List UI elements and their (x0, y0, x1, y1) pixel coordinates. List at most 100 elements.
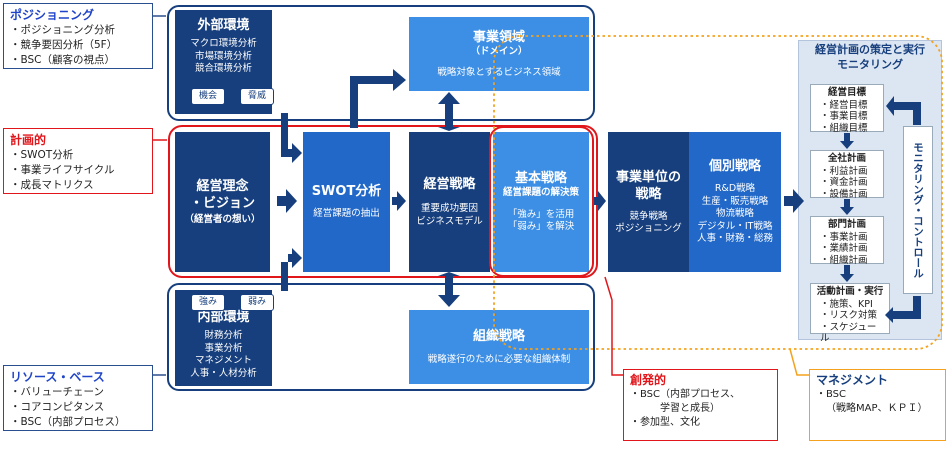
planned-box: 計画的 SWOT分析 事業ライフサイクル 成長マトリクス (3, 128, 153, 194)
dept-plan-card: 部門計画 事業計画 業績計画 組織計画 (810, 216, 884, 267)
external-title: 外部環境 (197, 18, 250, 33)
swot-desc: 経営課題の抽出 (313, 208, 380, 220)
external-line: 市場環境分析 (194, 50, 252, 62)
list-item: 競争要因分析（5F） (10, 38, 146, 53)
individual-line: デジタル・IT戦略 (697, 220, 773, 232)
internal-line: 財務分析 (204, 330, 243, 341)
domain-desc: 戦略対象とするビジネス領域 (437, 66, 561, 78)
management-box: マネジメント ・BSC （戦略MAP、ＫＰＩ） (809, 369, 946, 441)
basic-strategy-frame (489, 126, 594, 277)
individual-line: 生産・販売戦略 (701, 195, 769, 207)
basic-desc-2: 「弱み」を解決 (507, 221, 575, 233)
double-arrow-icon (438, 272, 460, 307)
organization-title: 組織戦略 (472, 328, 525, 344)
external-line: マクロ環境分析 (190, 38, 257, 49)
organization-desc: 戦略遂行のために必要な組織体制 (427, 353, 571, 365)
organization-strategy-block: 組織戦略 戦略遂行のために必要な組織体制 (409, 310, 589, 384)
emergent-title: 創発的 (630, 373, 667, 387)
goals-card: 経営目標 経営目標 事業目標 組織目標 (810, 84, 884, 135)
loop-arrow-icon (885, 96, 921, 323)
strategy-desc: 重要成功要因 (420, 203, 478, 214)
philosophy-vision-block: 経営理念 ・ビジョン （経営者の想い） (175, 132, 270, 272)
list-item: BSC（顧客の視点） (10, 53, 146, 68)
upper-group-frame (167, 5, 595, 121)
double-arrow-icon (438, 92, 460, 131)
philosophy-title-2: ・ビジョン (189, 195, 255, 211)
monitoring-title-line2: モニタリング (837, 58, 903, 71)
list-item: 事業ライフサイクル (10, 163, 146, 178)
list-item: 成長マトリクス (10, 178, 146, 193)
planned-title: 計画的 (10, 133, 47, 147)
list-item: ポジショニング分析 (10, 23, 146, 38)
list-item: ・BSC (816, 389, 847, 400)
connector-management (789, 348, 809, 376)
resource-box: リソース・ベース バリューチェーン コアコンピタンス BSC（内部プロセス） (3, 365, 153, 431)
individual-line: R&D戦略 (714, 183, 756, 195)
lower-group-frame (167, 283, 595, 391)
arrow-icon (784, 189, 804, 213)
emergent-item: 参加型、文化 (640, 417, 700, 428)
management-strategy-block: 経営戦略 重要成功要因 ビジネスモデル (409, 132, 490, 272)
business-unit-title: 事業単位の (615, 169, 681, 185)
arrow-icon (342, 69, 406, 128)
basic-title: 基本戦略 (514, 171, 567, 187)
activity-plan-card: 活動計画・実行 施策、KPI リスク対策 スケジュール (810, 283, 890, 344)
arrow-icon (594, 191, 606, 211)
individual-title: 個別戦略 (708, 159, 761, 175)
basic-strategy-block: 基本戦略 経営課題の解決策 「強み」を活用 「弱み」を解決 (493, 132, 589, 272)
internal-line: 人事・人材分析 (190, 367, 257, 379)
positioning-box: ポジショニング ポジショニング分析 競争要因分析（5F） BSC（顧客の視点） (3, 3, 153, 69)
positioning-title: ポジショニング (10, 8, 95, 22)
activity-plan-title: 活動計画・実行 (816, 286, 884, 297)
strength-tag: 強み (191, 294, 225, 311)
resource-title: リソース・ベース (10, 370, 105, 384)
list-item: スケジュール (820, 322, 884, 345)
monitoring-title-line1: 経営計画の策定と実行 (815, 43, 925, 56)
list-item: 施策、KPI (820, 299, 884, 311)
management-item-cont: （戦略MAP、ＫＰＩ） (826, 403, 928, 414)
monitoring-control-box (903, 126, 933, 294)
threat-tag: 脅威 (240, 88, 274, 105)
list-item: 資金計画 (820, 177, 878, 189)
domain-subtitle: （ドメイン） (470, 46, 528, 57)
individual-line: 人事・財務・総務 (696, 233, 773, 245)
individual-line: 物流戦略 (715, 208, 754, 220)
emergent-item-cont: 学習と成長） (660, 403, 720, 414)
arrow-icon (281, 113, 302, 163)
arrow-icon (281, 248, 302, 291)
internal-line: マネジメント (194, 355, 252, 366)
emergent-box: 創発的 ・BSC（内部プロセス、 学習と成長） ・参加型、文化 (623, 369, 778, 441)
arrow-icon (277, 189, 297, 213)
list-item: BSC（内部プロセス） (10, 415, 146, 430)
management-item: BSC (826, 389, 847, 400)
list-item: 組織計画 (820, 255, 878, 267)
internal-title: 内部環境 (197, 310, 250, 325)
weakness-tag: 弱み (240, 294, 274, 311)
individual-strategy-block: 個別戦略 R&D戦略 生産・販売戦略 物流戦略 デジタル・IT戦略 人事・財務・… (689, 132, 781, 272)
philosophy-subtitle: （経営者の想い） (184, 213, 261, 225)
domain-title: 事業領域 (472, 30, 525, 45)
list-item: ・BSC（内部プロセス、 (630, 389, 741, 400)
basic-subtitle: 経営課題の解決策 (502, 187, 579, 199)
arrow-icon (840, 133, 854, 282)
list-item: ・参加型、文化 (630, 417, 700, 428)
business-unit-title-2: 戦略 (635, 186, 662, 202)
list-item: 利益計画 (820, 166, 878, 178)
management-dotted-frame (493, 35, 943, 350)
list-item: 業績計画 (820, 243, 878, 255)
business-unit-desc-2: ポジショニング (615, 223, 682, 234)
goals-title: 経営目標 (827, 87, 866, 98)
list-item: コアコンピタンス (10, 400, 146, 415)
internal-line: 事業分析 (204, 342, 243, 354)
company-plan-card: 全社計画 利益計画 資金計画 設備計画 (810, 150, 884, 200)
external-line: 競合環境分析 (194, 63, 252, 74)
strategy-title: 経営戦略 (423, 177, 476, 192)
swot-title: SWOT分析 (311, 184, 382, 200)
list-item: 組織目標 (820, 123, 878, 135)
swot-analysis-block: SWOT分析 経営課題の抽出 (303, 132, 390, 272)
basic-desc: 「強み」を活用 (507, 208, 575, 220)
monitoring-title: 経営計画の策定と実行 モニタリング (798, 42, 942, 72)
dept-plan-title: 部門計画 (827, 219, 866, 230)
list-item: 事業目標 (820, 111, 878, 123)
